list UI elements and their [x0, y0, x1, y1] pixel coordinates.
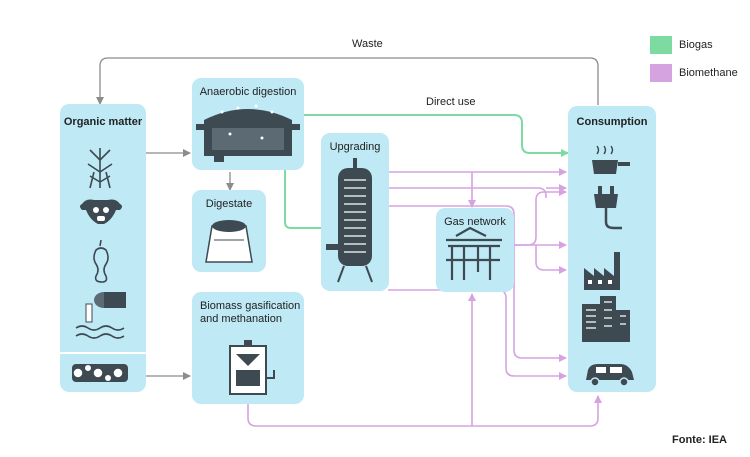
upgrading-to-car-line — [388, 205, 567, 362]
upgrading-box — [321, 133, 389, 291]
gas-network-title: Gas network — [444, 216, 506, 228]
legend-biogas-swatch — [650, 36, 672, 54]
organic-matter-box — [60, 104, 146, 392]
biomass-gasification-title-line2: and methanation — [200, 313, 282, 325]
source-credit: Fonte: IEA — [672, 434, 727, 446]
direct-use-flow-line — [302, 114, 569, 157]
digestate-title: Digestate — [205, 198, 253, 210]
gasification-to-consumption-line — [247, 395, 602, 427]
direct-use-label: Direct use — [426, 96, 476, 108]
consumption-box — [568, 106, 656, 392]
biogas-to-upgrading-line — [284, 170, 321, 229]
gas-network-to-consumption-line — [514, 188, 567, 246]
gas-network-to-industry-line — [535, 245, 567, 274]
biomass-gasification-title-line1: Biomass gasification — [200, 300, 301, 312]
upgrading-to-car-line-2 — [388, 289, 566, 376]
organic-matter-divider — [60, 352, 146, 354]
legend-biogas-label: Biogas — [679, 39, 713, 51]
waste-label: Waste — [352, 38, 383, 50]
anaerobic-digestion-title: Anaerobic digestion — [199, 86, 297, 98]
organic-matter-title: Organic matter — [63, 116, 143, 128]
legend-biomethane-label: Biomethane — [679, 67, 738, 79]
consumption-title: Consumption — [576, 116, 648, 128]
upgrading-title: Upgrading — [329, 141, 381, 153]
waste-flow-line — [96, 57, 599, 105]
legend-biomethane-swatch — [650, 64, 672, 82]
